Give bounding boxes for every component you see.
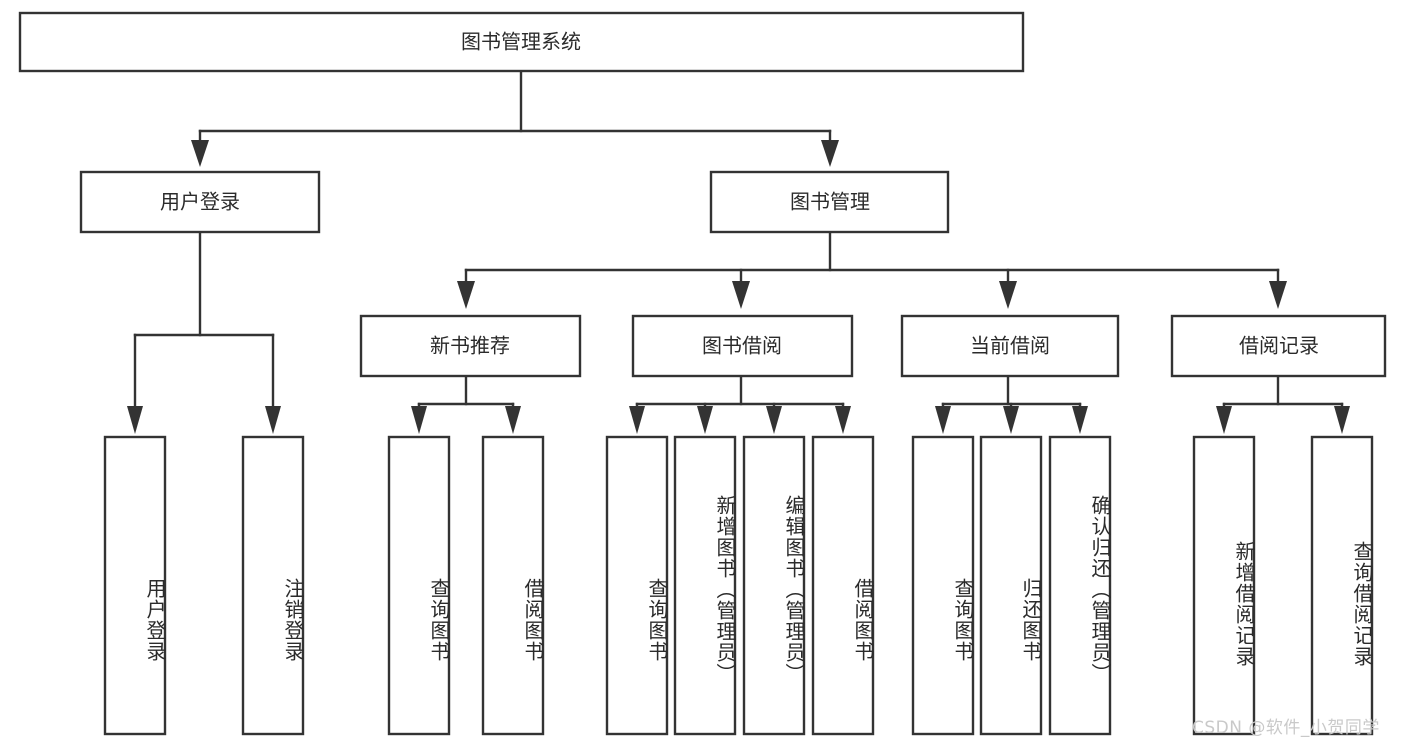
arrow-head-current-borrow bbox=[999, 281, 1017, 309]
arrow-head-leaf-query-record bbox=[1334, 406, 1350, 434]
node-book-borrow-label: 图书借阅 bbox=[702, 334, 782, 358]
arrow-head-leaf-edit-book bbox=[766, 406, 782, 434]
node-new-book-recommend-box[interactable] bbox=[359, 314, 582, 378]
leaf-confirm-return-box[interactable] bbox=[1048, 435, 1112, 736]
leaf-query-book-1-box[interactable] bbox=[387, 435, 451, 736]
connectors-book-borrow-to-leaves bbox=[629, 376, 851, 434]
node-book-borrow-box[interactable] bbox=[631, 314, 854, 378]
node-book-borrow[interactable]: 图书借阅 bbox=[631, 314, 854, 378]
leaf-edit-book-box[interactable] bbox=[742, 435, 806, 736]
arrow-head-leaf-add-book bbox=[697, 406, 713, 434]
node-book-manage[interactable]: 图书管理 bbox=[709, 170, 950, 234]
connectors-borrow-record-to-leaves bbox=[1216, 376, 1350, 434]
arrow-head-book-manage bbox=[821, 140, 839, 167]
node-book-manage-box[interactable] bbox=[709, 170, 950, 234]
node-user-login[interactable]: 用户登录 bbox=[79, 170, 321, 234]
arrow-head-borrow-record bbox=[1269, 281, 1287, 309]
leaf-user-login-box[interactable] bbox=[103, 435, 167, 736]
node-book-manage-label: 图书管理 bbox=[790, 190, 870, 214]
node-current-borrow[interactable]: 当前借阅 bbox=[900, 314, 1120, 378]
connectors-book-manage-to-level3 bbox=[457, 230, 1287, 309]
node-new-book-recommend[interactable]: 新书推荐 bbox=[359, 314, 582, 378]
leaf-return-book-box[interactable] bbox=[979, 435, 1043, 736]
connectors-root-to-level2 bbox=[191, 69, 839, 167]
leaf-query-book-2-box[interactable] bbox=[605, 435, 669, 736]
node-new-book-recommend-label: 新书推荐 bbox=[430, 334, 510, 358]
leaf-query-record-box[interactable] bbox=[1310, 435, 1374, 736]
leaf-logout-login-box[interactable] bbox=[241, 435, 305, 736]
arrow-head-new-book-recommend bbox=[457, 281, 475, 309]
arrow-head-leaf-logout-login bbox=[265, 406, 281, 434]
arrow-head-leaf-add-record bbox=[1216, 406, 1232, 434]
leaf-add-book-box[interactable] bbox=[673, 435, 737, 736]
arrow-head-leaf-borrow-book-2 bbox=[835, 406, 851, 434]
leaf-borrow-book-1-box[interactable] bbox=[481, 435, 545, 736]
arrow-head-leaf-query-book-1 bbox=[411, 406, 427, 434]
arrow-head-leaf-borrow-book-1 bbox=[505, 406, 521, 434]
arrow-head-leaf-user-login bbox=[127, 406, 143, 434]
arrow-head-book-borrow bbox=[732, 281, 750, 309]
arrow-head-leaf-return-book bbox=[1003, 406, 1019, 434]
csdn-watermark: CSDN @软件_小贺同学 bbox=[1192, 718, 1380, 738]
arrow-head-leaf-confirm-return bbox=[1072, 406, 1088, 434]
arrow-head-leaf-query-book-3 bbox=[935, 406, 951, 434]
leaf-borrow-book-2-box[interactable] bbox=[811, 435, 875, 736]
node-borrow-record-label: 借阅记录 bbox=[1239, 334, 1319, 358]
leaf-add-record-box[interactable] bbox=[1192, 435, 1256, 736]
arrow-head-leaf-query-book-2 bbox=[629, 406, 645, 434]
connectors-new-book-recommend-to-leaves bbox=[411, 376, 521, 434]
node-borrow-record[interactable]: 借阅记录 bbox=[1170, 314, 1387, 378]
connectors-user-login-to-leaves bbox=[127, 230, 281, 434]
leaf-boxes bbox=[103, 435, 1374, 736]
leaf-query-book-3-box[interactable] bbox=[911, 435, 975, 736]
node-root-label: 图书管理系统 bbox=[461, 30, 581, 54]
connectors-current-borrow-to-leaves bbox=[935, 376, 1088, 434]
node-user-login-box[interactable] bbox=[79, 170, 321, 234]
arrow-head-user-login bbox=[191, 140, 209, 167]
node-root-box[interactable] bbox=[18, 11, 1025, 73]
node-root[interactable]: 图书管理系统 bbox=[18, 11, 1025, 73]
node-borrow-record-box[interactable] bbox=[1170, 314, 1387, 378]
node-current-borrow-box[interactable] bbox=[900, 314, 1120, 378]
node-user-login-label: 用户登录 bbox=[160, 190, 240, 214]
node-current-borrow-label: 当前借阅 bbox=[970, 334, 1050, 358]
